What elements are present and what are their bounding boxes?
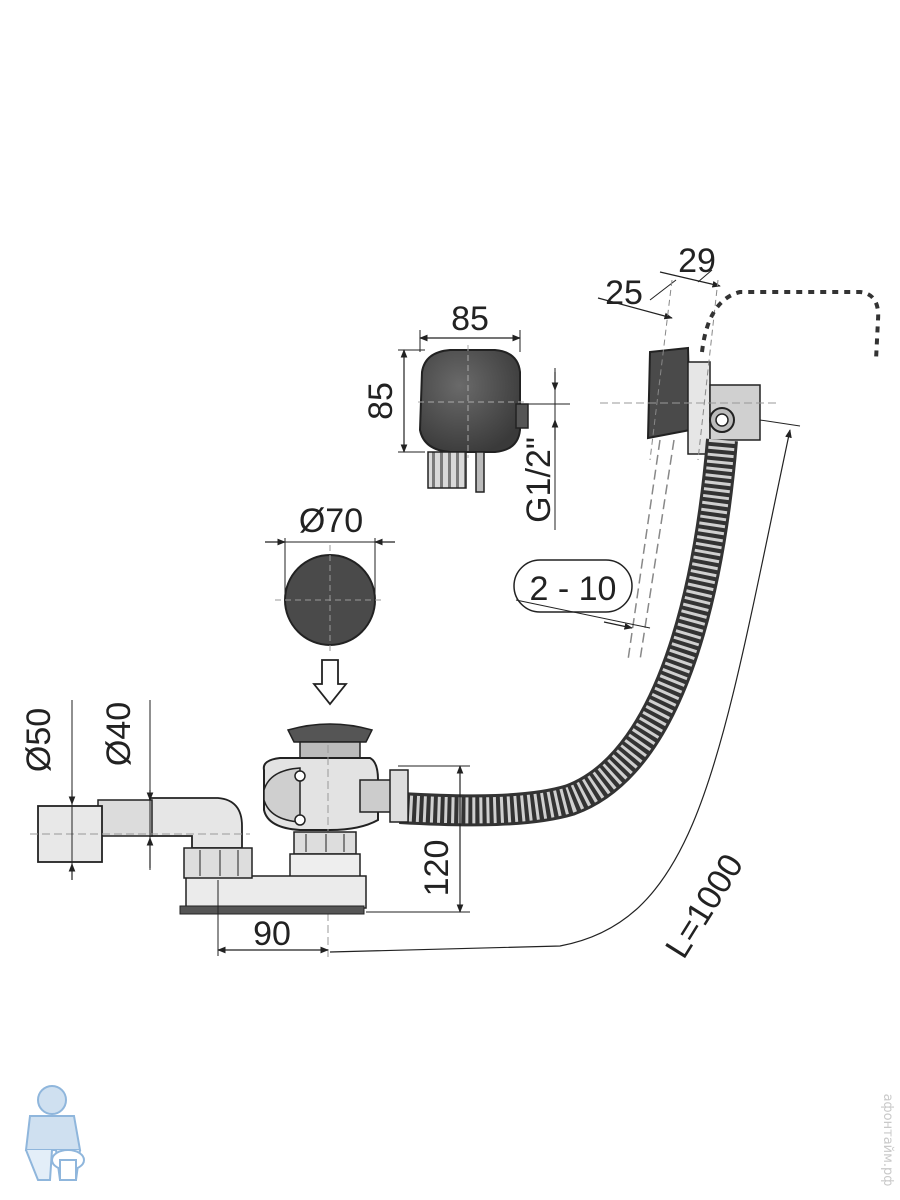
- dimension-outlet50-label: Ø50: [20, 708, 58, 772]
- dimension-plug-label: Ø70: [299, 502, 363, 540]
- dimension-flange-inner-label: 25: [605, 274, 643, 312]
- down-arrow-icon: [312, 659, 348, 706]
- dimension-offset-label: 90: [253, 915, 291, 953]
- dimension-cover-height-label: 85: [362, 382, 400, 420]
- tub-wall: [627, 439, 675, 661]
- watermark: афонтайм.рф: [880, 1094, 895, 1187]
- dimension-offset: 90: [217, 880, 329, 956]
- dimension-plug: Ø70: [265, 502, 395, 598]
- dimension-height-label: 120: [418, 840, 456, 897]
- dimension-wall: 2 - 10: [513, 559, 651, 630]
- pull-chain: [700, 290, 881, 361]
- dimension-thread-label: G1/2": [520, 437, 558, 523]
- dimension-wall-label: 2 - 10: [530, 570, 617, 608]
- dimension-flange-outer-label: 29: [678, 242, 716, 280]
- flex-hose: [399, 438, 738, 827]
- dimension-outlets: Ø50 Ø40: [20, 700, 154, 880]
- dimension-cover-width: 85: [419, 300, 521, 352]
- dimension-cover-height: 85: [362, 349, 425, 453]
- overflow-cover: [418, 345, 529, 493]
- dimension-cover-width-label: 85: [451, 300, 489, 338]
- waste-trap: [30, 723, 409, 960]
- dimension-height: 120: [366, 765, 470, 913]
- dimension-outlet40-label: Ø40: [100, 702, 138, 766]
- dimension-flange: 25 29: [597, 242, 721, 461]
- plumber-logo: [24, 1085, 85, 1181]
- overflow-body: [600, 346, 780, 455]
- dimension-thread: G1/2": [520, 368, 570, 530]
- drain-plug: [275, 545, 385, 655]
